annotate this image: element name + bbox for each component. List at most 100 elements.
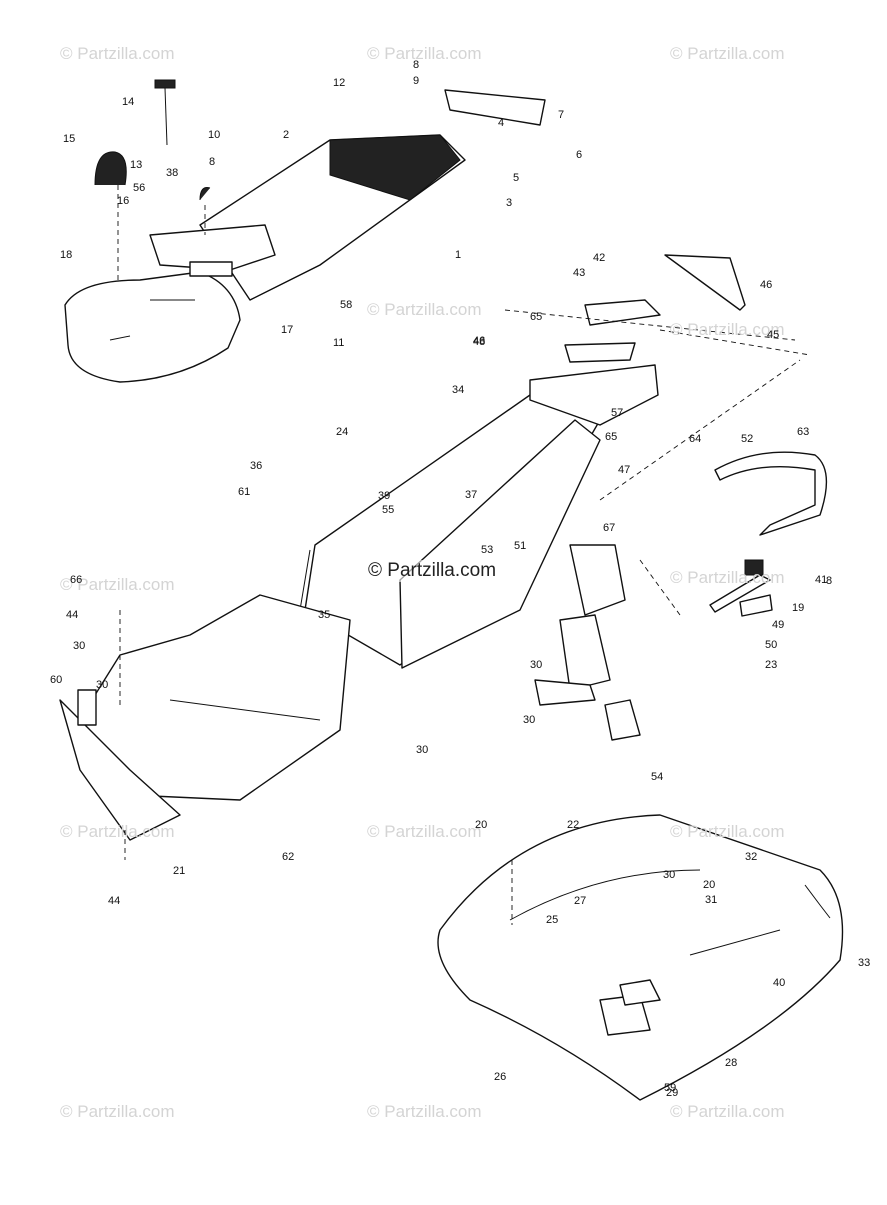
callout-label: 30 bbox=[416, 744, 429, 756]
callout-label: 53 bbox=[481, 544, 494, 556]
callout-label: 16 bbox=[117, 195, 130, 207]
callout-label: 2 bbox=[283, 129, 290, 141]
callout-label: 13 bbox=[130, 159, 143, 171]
watermark: © Partzilla.com bbox=[367, 1102, 482, 1121]
chassis-tunnel bbox=[299, 394, 601, 669]
callout-label: 55 bbox=[382, 504, 395, 516]
callout-label: 59 bbox=[664, 1082, 677, 1094]
callout-label: 7 bbox=[558, 109, 565, 121]
callout-label: 49 bbox=[772, 619, 785, 631]
callout-label: 62 bbox=[282, 851, 295, 863]
callout-label: 9 bbox=[413, 75, 420, 87]
callout-label: 43 bbox=[573, 267, 586, 279]
watermark: © Partzilla.com bbox=[367, 300, 482, 319]
callout-label: 63 bbox=[797, 426, 810, 438]
callout-label: 24 bbox=[336, 426, 349, 438]
callout-label: 56 bbox=[133, 182, 146, 194]
callout-label: 36 bbox=[250, 460, 263, 472]
callout-label: 30 bbox=[663, 869, 676, 881]
filler-cap bbox=[154, 79, 176, 146]
callout-label: 54 bbox=[651, 771, 664, 783]
callout-label: 12 bbox=[333, 77, 346, 89]
leader-lines bbox=[117, 185, 811, 925]
callout-label: 40 bbox=[773, 977, 786, 989]
skid-plates bbox=[534, 544, 641, 741]
tank-tray bbox=[149, 224, 276, 277]
callout-label: 34 bbox=[452, 384, 465, 396]
watermark: © Partzilla.com bbox=[670, 44, 785, 63]
callout-label: 67 bbox=[603, 522, 616, 534]
callout-label: 30 bbox=[530, 659, 543, 671]
watermark: © Partzilla.com bbox=[670, 320, 785, 339]
callout-label: 66 bbox=[70, 574, 83, 586]
callout-label: 25 bbox=[546, 914, 559, 926]
callout-label: 4 bbox=[498, 117, 505, 129]
callout-label: 5 bbox=[513, 172, 520, 184]
rear-bumper-63 bbox=[714, 451, 828, 536]
callout-label: 51 bbox=[514, 540, 527, 552]
callout-label: 45 bbox=[767, 329, 780, 341]
callout-label: 31 bbox=[705, 894, 718, 906]
callout-label: 33 bbox=[858, 957, 871, 969]
callout-label: 21 bbox=[173, 865, 186, 877]
callout-label: 1 bbox=[455, 249, 462, 261]
watermark: © Partzilla.com bbox=[60, 44, 175, 63]
rear-bumper-65 bbox=[529, 342, 659, 426]
callout-label: 11 bbox=[333, 337, 345, 349]
callout-label: 29 bbox=[666, 1087, 679, 1099]
callout-label: 18 bbox=[60, 249, 73, 261]
callout-label: 39 bbox=[378, 490, 391, 502]
callout-label: 8 bbox=[209, 156, 216, 168]
callout-label: 20 bbox=[475, 819, 488, 831]
callout-label: 15 bbox=[63, 133, 76, 145]
callout-label: 38 bbox=[166, 167, 179, 179]
callout-label: 23 bbox=[765, 659, 778, 671]
callout-label: 26 bbox=[494, 1071, 507, 1083]
watermark: © Partzilla.com bbox=[367, 44, 482, 63]
callout-label: 35 bbox=[318, 609, 331, 621]
plate-50 bbox=[739, 594, 773, 617]
watermark: © Partzilla.com bbox=[670, 1102, 785, 1121]
watermark: © Partzilla.com bbox=[60, 822, 175, 841]
callout-label: 44 bbox=[66, 609, 79, 621]
callout-label: 47 bbox=[618, 464, 631, 476]
callout-label: 30 bbox=[523, 714, 536, 726]
callout-label: 50 bbox=[765, 639, 778, 651]
callout-label: 28 bbox=[725, 1057, 738, 1069]
fuel-hose-15 bbox=[94, 151, 127, 186]
callout-label: 64 bbox=[689, 433, 702, 445]
watermark: © Partzilla.com bbox=[367, 822, 482, 841]
callout-label: 60 bbox=[50, 674, 63, 686]
watermark: © Partzilla.com bbox=[60, 1102, 175, 1121]
watermark: © Partzilla.com bbox=[670, 822, 785, 841]
callout-label: 19 bbox=[792, 602, 805, 614]
callout-label: 30 bbox=[73, 640, 86, 652]
callout-label: 3 bbox=[506, 197, 513, 209]
reflector-45 bbox=[664, 254, 746, 311]
callout-label: 44 bbox=[108, 895, 121, 907]
callout-label: 6 bbox=[576, 149, 583, 161]
seat-bracket-6 bbox=[444, 89, 546, 126]
callout-label: 65 bbox=[530, 311, 543, 323]
belly-pan bbox=[59, 594, 351, 841]
callout-label: 57 bbox=[611, 407, 624, 419]
callout-label: 58 bbox=[340, 299, 353, 311]
callout-label: 27 bbox=[574, 895, 587, 907]
callout-label: 46 bbox=[473, 335, 486, 347]
callout-label: 61 bbox=[238, 486, 251, 498]
callout-label: 14 bbox=[122, 96, 135, 108]
flap-bracket-49 bbox=[709, 559, 771, 613]
nose-pan bbox=[437, 814, 844, 1101]
callout-label: 65 bbox=[605, 431, 618, 443]
callout-label: 41 bbox=[815, 574, 828, 586]
center-watermark: © Partzilla.com bbox=[368, 560, 497, 582]
callout-label: 8 bbox=[826, 575, 833, 587]
callout-label: 48 bbox=[473, 336, 486, 348]
callout-label: 52 bbox=[741, 433, 754, 445]
bracket-43 bbox=[584, 299, 661, 326]
callout-label: 30 bbox=[96, 679, 109, 691]
seat-assembly bbox=[199, 134, 466, 301]
callout-label: 8 bbox=[413, 59, 420, 71]
